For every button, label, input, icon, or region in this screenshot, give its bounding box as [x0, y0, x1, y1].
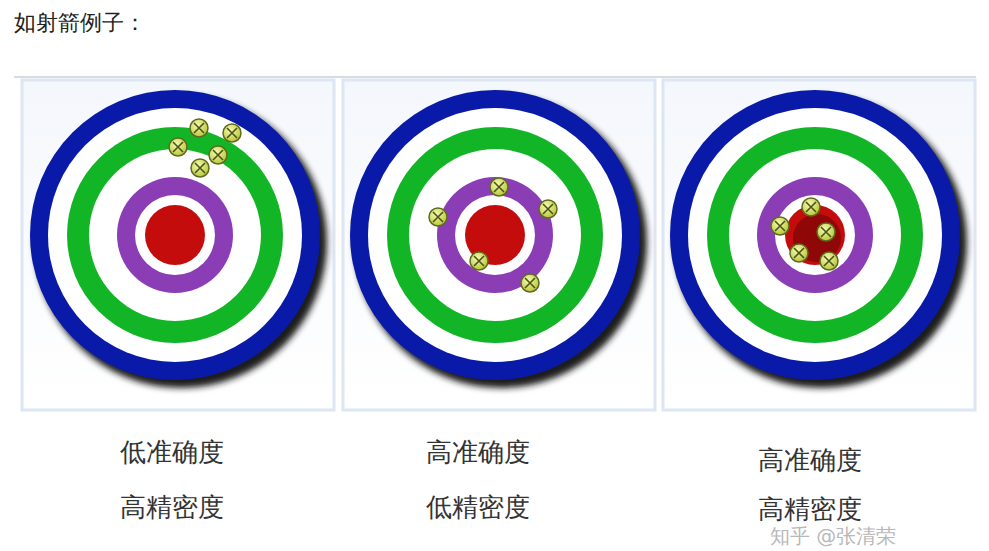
target-panel [343, 80, 655, 410]
watermark: 知乎 @张清荣 [770, 524, 896, 548]
target-ring [688, 108, 942, 362]
arrow-hit [820, 252, 838, 270]
arrow-hit [490, 178, 508, 196]
caption: 高准确度 [758, 445, 862, 476]
target-ring [350, 90, 640, 380]
caption: 低准确度 [120, 437, 224, 468]
arrow-hit [191, 159, 209, 177]
caption: 低精密度 [426, 492, 530, 523]
target-ring [135, 195, 215, 275]
target-ring [145, 205, 205, 265]
panel-frame [663, 80, 975, 410]
caption: 高精密度 [120, 492, 224, 523]
arrow-hit [802, 198, 820, 216]
separator-line [14, 76, 976, 78]
arrow-hit [771, 217, 789, 235]
target-ring [757, 177, 873, 293]
arrow-hit [223, 124, 241, 142]
target-ring [729, 149, 901, 321]
target-ring [387, 127, 603, 343]
target-ring [707, 127, 923, 343]
arrow-hit [817, 223, 835, 241]
target-ring [465, 205, 525, 265]
target-ring [455, 195, 535, 275]
arrow-hit [429, 208, 447, 226]
panel-frame [22, 80, 334, 410]
arrow-hit [521, 274, 539, 292]
panel-frame [343, 80, 655, 410]
target-ring [89, 149, 261, 321]
target-ring [409, 149, 581, 321]
target-ring [670, 90, 960, 380]
target-ring [437, 177, 553, 293]
target-ring [117, 177, 233, 293]
title: 如射箭例子： [14, 10, 146, 36]
target-panel [663, 80, 975, 410]
target-panel [22, 80, 334, 410]
target-ring [67, 127, 283, 343]
arrow-hit [209, 146, 227, 164]
arrow-hit [470, 252, 488, 270]
target-ring [775, 195, 855, 275]
arrow-hit [790, 244, 808, 262]
arrow-hit [169, 138, 187, 156]
arrow-hit [539, 200, 557, 218]
caption: 高准确度 [426, 437, 530, 468]
target-ring [48, 108, 302, 362]
caption: 高精密度 [758, 494, 862, 525]
target-ring [368, 108, 622, 362]
target-ring [30, 90, 320, 380]
arrow-hit [190, 119, 208, 137]
